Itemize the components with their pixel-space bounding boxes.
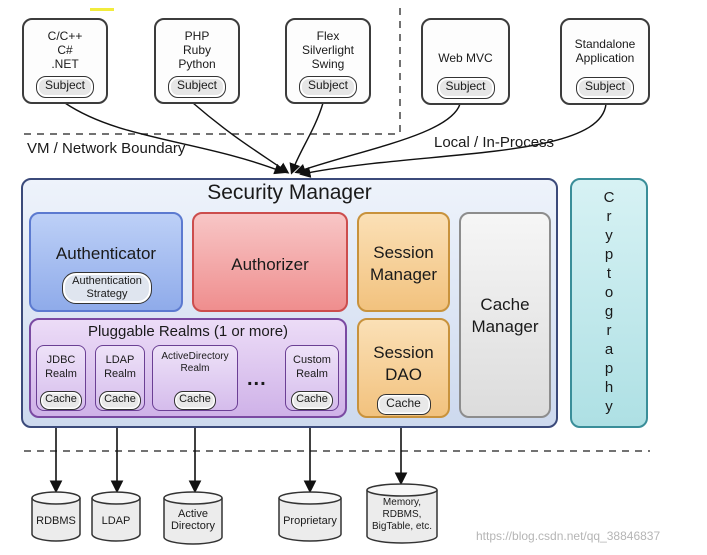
- database-cylinder-icon: [163, 491, 223, 545]
- client-label: Web MVC: [438, 51, 493, 65]
- realm-cache-pill: Cache: [40, 391, 82, 410]
- realm-label: ActiveDirectory Realm: [161, 351, 229, 374]
- client-label: Standalone Application: [574, 37, 636, 65]
- cache-manager-box: Cache Manager: [459, 212, 551, 418]
- datastore-label: LDAP: [101, 515, 131, 527]
- authentication-strategy-pill: Authentication Strategy: [62, 272, 152, 304]
- datastore-rdbms: RDBMS: [31, 490, 81, 542]
- realm-label: JDBC Realm: [45, 354, 77, 380]
- client-arrows: [64, 102, 607, 178]
- subject-pill: Subject: [436, 77, 495, 99]
- cryptography-box: C r y p t o g r a p h y: [570, 178, 648, 428]
- session-dao-cache-pill: Cache: [376, 394, 431, 415]
- crypto-letter: a: [604, 341, 614, 358]
- client-label: Flex Silverlight Swing: [301, 29, 355, 71]
- crypto-letter: y: [605, 227, 613, 244]
- client-web-mvc: Web MVC Subject: [421, 18, 510, 105]
- client-label: PHP Ruby Python: [178, 29, 216, 71]
- highlight-mark: [90, 8, 114, 11]
- crypto-letter: y: [605, 398, 613, 415]
- subject-pill: Subject: [299, 76, 357, 98]
- authenticator-label: Authenticator: [55, 244, 157, 263]
- session-dao-label: Session DAO: [373, 343, 434, 384]
- realm-custom: Custom Realm Cache: [285, 345, 339, 411]
- pluggable-realms-box: Pluggable Realms (1 or more) JDBC Realm …: [29, 318, 347, 418]
- realm-cache-pill: Cache: [99, 391, 141, 410]
- client-cpp-csharp-net: C/C++ C# .NET Subject: [22, 18, 108, 104]
- client-label: C/C++ C# .NET: [47, 29, 83, 71]
- datastore-label: Proprietary: [283, 515, 337, 527]
- session-manager-label: Session Manager: [369, 243, 438, 284]
- crypto-letter: r: [606, 322, 612, 339]
- database-cylinder-icon: [91, 491, 141, 542]
- subject-pill: Subject: [576, 77, 634, 99]
- authenticator-box: Authenticator Authentication Strategy: [29, 212, 183, 312]
- crypto-letter: p: [604, 360, 614, 377]
- crypto-letter: o: [604, 284, 614, 301]
- subject-pill: Subject: [168, 76, 226, 98]
- realm-jdbc: JDBC Realm Cache: [36, 345, 86, 411]
- crypto-letter: h: [604, 379, 614, 396]
- realm-cache-pill: Cache: [291, 391, 333, 410]
- session-dao-box: Session DAO Cache: [357, 318, 450, 418]
- realm-label: LDAP Realm: [104, 354, 136, 380]
- crypto-letter: r: [606, 208, 612, 225]
- database-cylinder-icon: [366, 483, 438, 544]
- watermark-text: https://blog.csdn.net/qq_38846837: [476, 529, 661, 543]
- session-manager-box: Session Manager: [357, 212, 450, 312]
- authorizer-label: Authorizer: [231, 255, 309, 274]
- database-cylinder-icon: [278, 491, 342, 542]
- client-flex-silverlight-swing: Flex Silverlight Swing Subject: [285, 18, 371, 104]
- cache-manager-label: Cache Manager: [471, 295, 539, 336]
- security-manager-title: Security Manager: [207, 181, 372, 204]
- datastore-proprietary: Proprietary: [278, 490, 342, 542]
- realm-label: Custom Realm: [293, 354, 331, 380]
- vm-boundary-line: [24, 8, 401, 135]
- datastore-label: Memory, RDBMS, BigTable, etc.: [371, 497, 433, 532]
- datastore-label: Active Directory: [170, 508, 215, 532]
- datastore-ldap: LDAP: [91, 490, 141, 542]
- authorizer-box: Authorizer: [192, 212, 348, 312]
- realm-active-directory: ActiveDirectory Realm Cache: [152, 345, 238, 411]
- subject-pill: Subject: [36, 76, 94, 98]
- local-in-process-label: Local / In-Process: [434, 134, 555, 151]
- realm-cache-pill: Cache: [174, 391, 216, 410]
- client-standalone-application: Standalone Application Subject: [560, 18, 650, 105]
- datastore-label: RDBMS: [36, 515, 76, 527]
- realms-ellipsis: ...: [247, 368, 267, 390]
- pluggable-realms-title: Pluggable Realms (1 or more): [87, 323, 289, 340]
- realm-ldap: LDAP Realm Cache: [95, 345, 145, 411]
- crypto-letter: p: [604, 246, 614, 263]
- vm-network-boundary-label: VM / Network Boundary: [27, 140, 186, 157]
- database-cylinder-icon: [31, 491, 81, 542]
- crypto-letter: g: [604, 303, 614, 320]
- datastore-memory-rdbms-bigtable: Memory, RDBMS, BigTable, etc.: [366, 482, 438, 544]
- datastore-active-directory: Active Directory: [163, 490, 223, 545]
- crypto-letter: C: [603, 189, 615, 206]
- crypto-letter: t: [606, 265, 612, 282]
- client-php-ruby-python: PHP Ruby Python Subject: [154, 18, 240, 104]
